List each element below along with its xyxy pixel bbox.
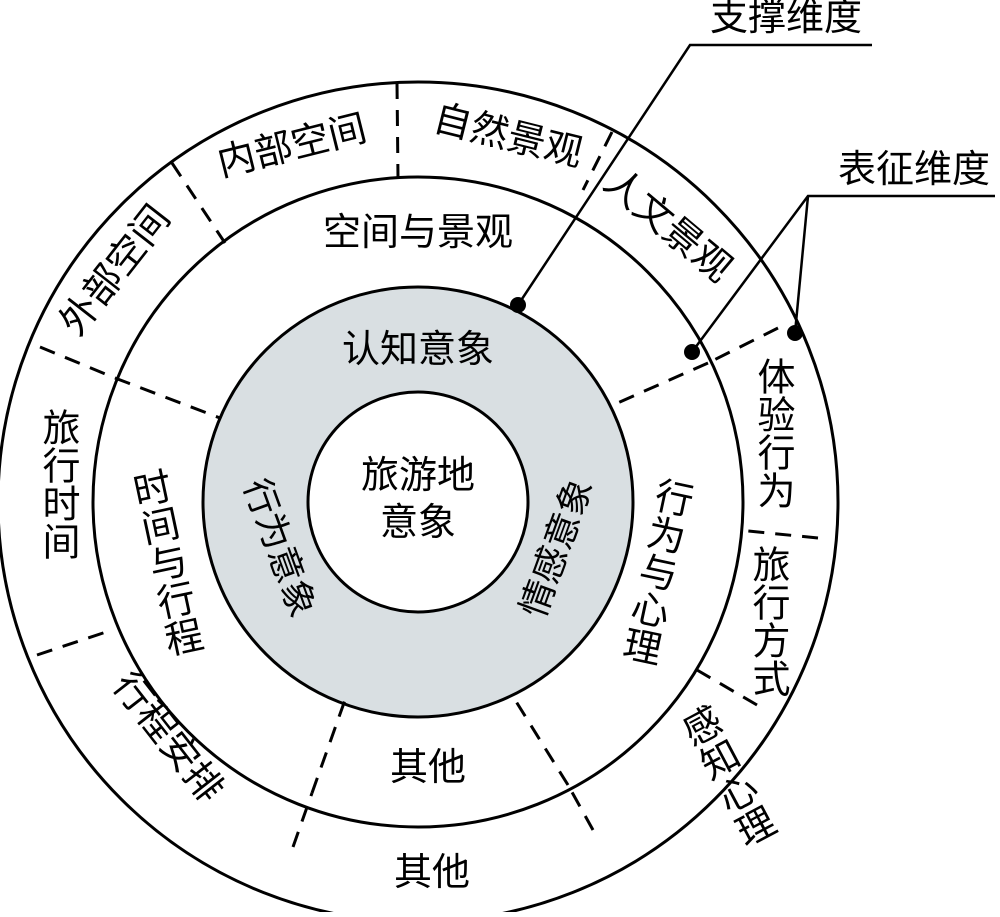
cultural-landscape-label: 人文景观 [596,159,741,290]
itinerary-arrangement-label: 行程安排 [104,664,232,811]
outer-ring-circle [0,80,840,917]
divider-outer-5 [291,792,314,848]
representation-dimension-dot-2 [787,325,803,341]
space-landscape-label: 空间与景观 [323,210,513,254]
support-dimension-leader [516,43,872,306]
external-space-label: 外部空间 [51,197,179,344]
support-dimension-label: 支撑维度 [710,0,862,39]
divider-outer-1 [395,82,400,179]
divider-outer-9 [707,326,779,365]
middle-other-label: 其他 [390,745,466,789]
travel-time-label: 旅行时间 [36,408,80,560]
center-disc [306,390,530,614]
divider-outer-7 [696,668,758,707]
representation-dimension-label: 表征维度 [838,147,990,191]
divider-outer-4 [36,628,113,657]
internal-space-label: 内部空间 [213,106,371,185]
center-label-line2: 意象 [380,500,456,544]
representation-dimension-dot-1 [684,344,700,360]
center-label-line1: 旅游地 [361,453,475,497]
travel-mode-label: 旅行方式 [746,545,790,697]
representation-dimension-leader [690,194,995,353]
divider-middle-4 [510,694,570,786]
divider-outer-10 [581,131,614,191]
experience-behavior-label: 体验行为 [751,357,795,509]
divider-outer-8 [737,528,819,540]
support-dimension-dot [510,297,526,313]
representation-dimension-leader-branch [793,195,810,334]
time-itinerary-label: 时间与行程 [123,465,206,660]
divider-outer-2 [170,162,227,244]
divider-middle-2 [612,361,709,407]
middle-ring-circle [91,175,745,829]
divider-outer-6 [566,784,595,831]
cognitive-image-label: 认知意象 [342,327,494,371]
perceived-psychology-label: 感知心理 [671,700,781,855]
divider-middle-1 [114,376,221,420]
outer-other-label: 其他 [394,850,470,894]
divider-outer-3 [39,345,116,380]
divider-middle-3 [310,699,347,794]
